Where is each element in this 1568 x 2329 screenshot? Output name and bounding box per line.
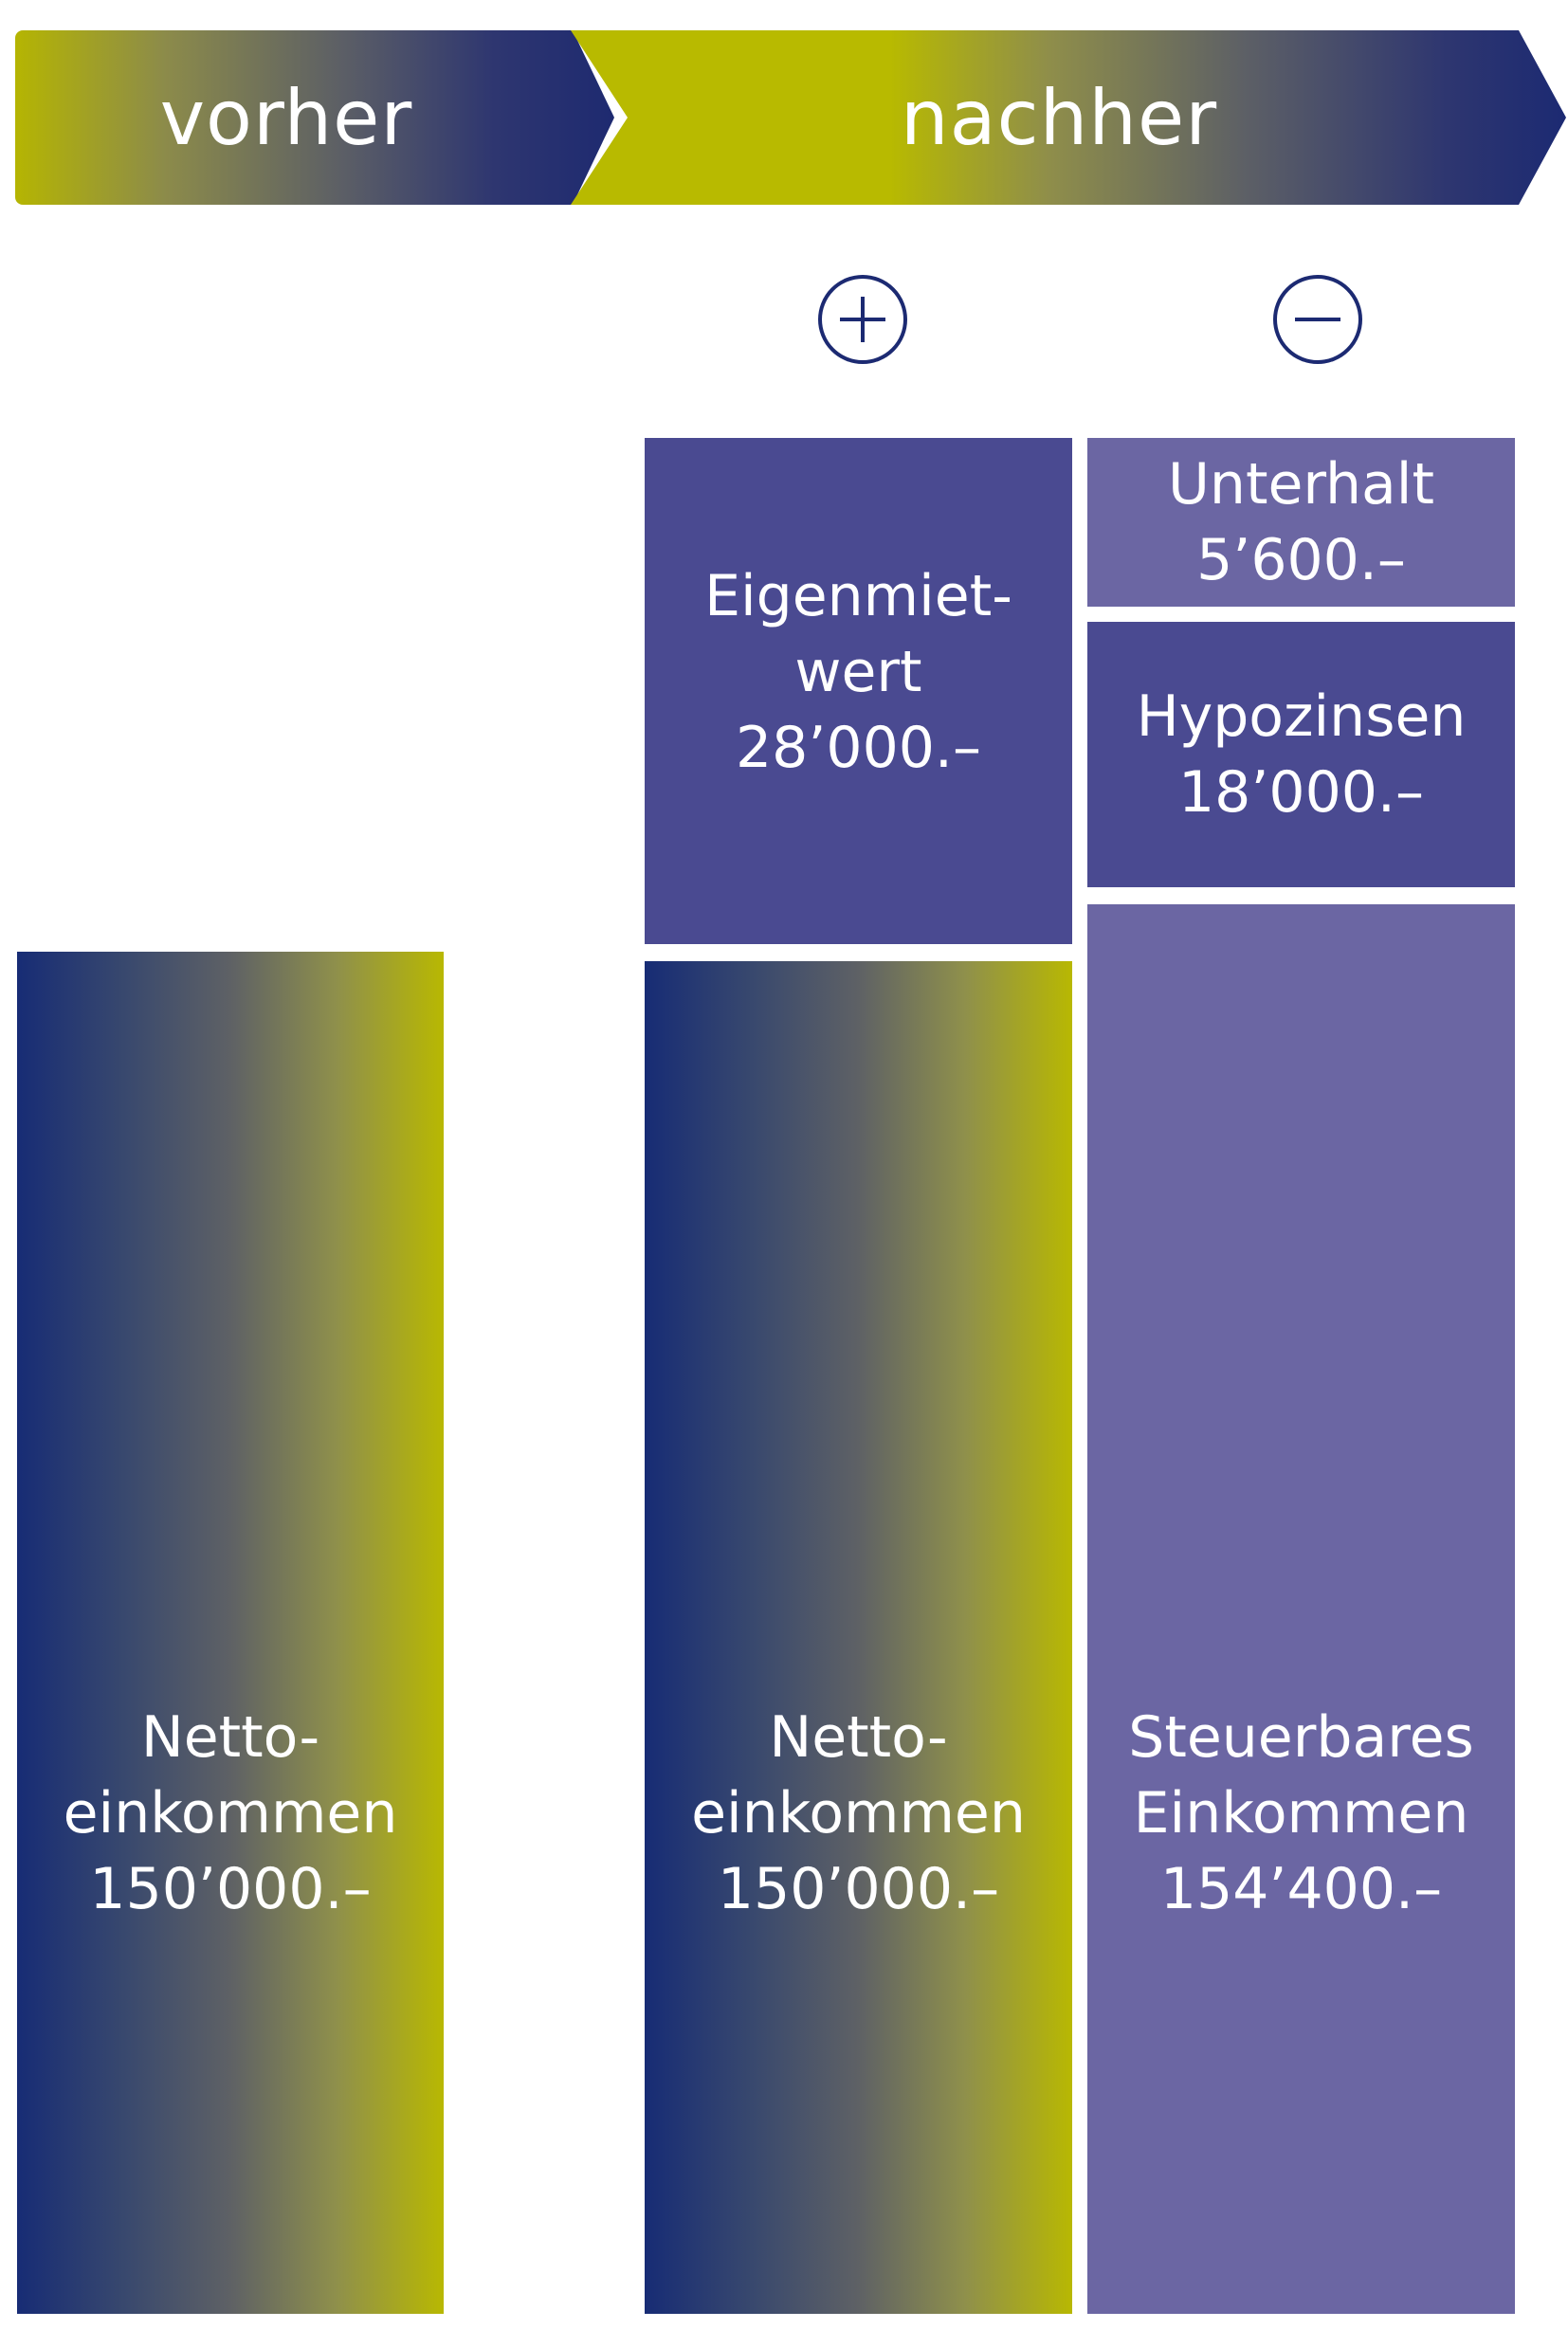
nachher-nettoeinkommen-block: Netto- einkommen 150’000.– [645,961,1072,2314]
nachher-netto-label-line2: einkommen [691,1779,1026,1847]
eigenmietwert-label-line2: wert [794,639,922,705]
hypozinsen-label: Hypozinsen [1136,683,1467,750]
vorher-label: vorher [159,73,413,162]
unterhalt-block: Unterhalt 5’600.– [1087,438,1515,607]
steuerbares-einkommen-block: Steuerbares Einkommen 154’400.– [1087,904,1515,2314]
eigenmietwert-label-line1: Eigenmiet- [704,563,1012,629]
nachher-netto-label-line1: Netto- [769,1703,948,1771]
nachher-arrow-banner: nachher [571,30,1566,205]
steuerbares-label-line2: Einkommen [1133,1779,1469,1847]
vorher-netto-label-line2: einkommen [63,1779,398,1847]
plus-icon [818,275,907,364]
hypozinsen-value: 18’000.– [1177,759,1424,826]
hypozinsen-block: Hypozinsen 18’000.– [1087,622,1515,887]
steuerbares-value: 154’400.– [1159,1855,1443,1922]
vorher-netto-label-line1: Netto- [140,1703,320,1771]
nachher-netto-value: 150’000.– [717,1855,1000,1922]
vorher-nettoeinkommen-block: Netto- einkommen 150’000.– [17,952,444,2314]
minus-icon [1273,275,1362,364]
vorher-arrow-banner: vorher [15,30,614,205]
vorher-netto-value: 150’000.– [89,1855,372,1922]
unterhalt-value: 5’600.– [1196,527,1406,593]
eigenmietwert-value: 28’000.– [735,715,981,781]
steuerbares-label-line1: Steuerbares [1128,1703,1474,1771]
unterhalt-label: Unterhalt [1168,451,1434,518]
eigenmietwert-block: Eigenmiet- wert 28’000.– [645,438,1072,944]
nachher-label: nachher [900,73,1218,162]
